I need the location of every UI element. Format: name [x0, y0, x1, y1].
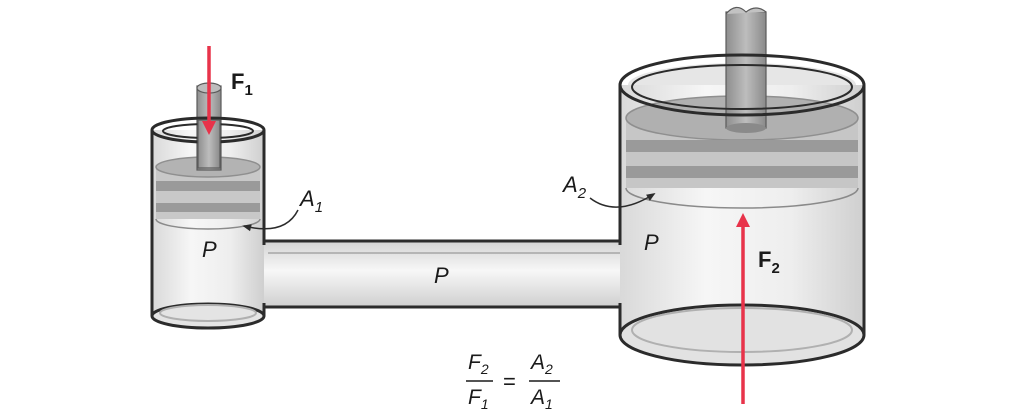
equation-equals: =	[503, 369, 516, 394]
equation-lhs-numerator: F2	[468, 351, 489, 377]
pressure-label-pipe: P	[434, 263, 449, 288]
pressure-label-small: P	[202, 237, 217, 262]
equation-lhs-denominator: F1	[468, 386, 489, 412]
equation-rhs-denominator: A1	[529, 386, 553, 412]
equation: F2 F1 = A2 A1	[466, 351, 560, 412]
force-label-large: F2	[758, 247, 780, 277]
connecting-pipe	[252, 239, 632, 309]
pressure-label-large: P	[644, 230, 659, 255]
area-label-small: A1	[298, 186, 323, 216]
small-cylinder	[150, 82, 266, 330]
area-label-large: A2	[561, 172, 587, 202]
area-pointer-small	[242, 209, 299, 232]
area-pointer-large	[589, 193, 656, 208]
equation-rhs-numerator: A2	[529, 351, 553, 377]
force-label-small: F1	[231, 69, 253, 99]
